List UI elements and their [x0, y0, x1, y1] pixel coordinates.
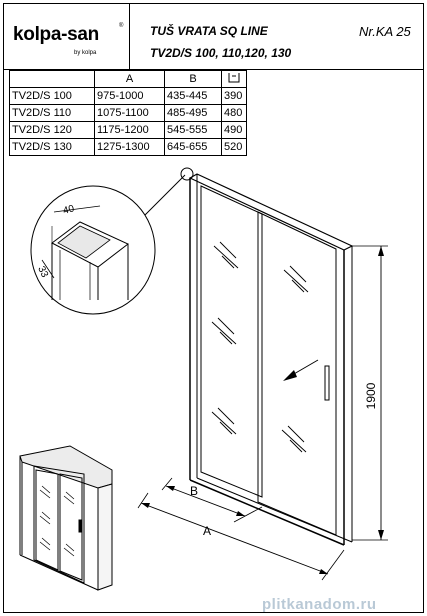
- dim-a-label: A: [203, 524, 211, 538]
- brand-subtitle: by kolpa: [74, 50, 97, 56]
- table-cell: 1175-1200: [94, 121, 165, 139]
- dimension-a: A: [137, 492, 345, 581]
- brand-name: kolpa-san: [13, 24, 99, 45]
- table-row: TV2D/S 130 1275-1300 645-655 520: [9, 138, 247, 156]
- product-title: TUŠ VRATA SQ LINE: [150, 24, 268, 38]
- detail-width-label: 40: [62, 203, 76, 217]
- glass-reflection-marks: [211, 241, 309, 453]
- door-frame: [188, 173, 354, 546]
- catalog-number: Nr.KA 25: [359, 24, 411, 39]
- table-row: TV2D/S 120 1175-1200 545-555 490: [9, 121, 247, 139]
- table-row: TV2D/S 110 1075-1100 485-495 480: [9, 104, 247, 122]
- dimension-b: B: [161, 477, 263, 523]
- table-cell: 490: [221, 121, 247, 139]
- table-cell: 1275-1300: [94, 138, 165, 156]
- table-cell: 435-445: [164, 87, 222, 105]
- product-models: TV2D/S 100, 110,120, 130: [150, 46, 292, 60]
- thumbnail-3d-view: [19, 445, 113, 591]
- table-cell: 545-555: [164, 121, 222, 139]
- table-cell: 485-495: [164, 104, 222, 122]
- dimension-height: 1900: [352, 245, 388, 541]
- dimensions-table: A B TV2D/S 100 975-1000 435-445 390 TV2D…: [9, 70, 247, 156]
- door-handle-icon: [324, 365, 330, 401]
- table-cell: TV2D/S 110: [9, 104, 95, 122]
- height-label: 1900: [364, 382, 378, 409]
- technical-sheet: kolpa-san ® by kolpa TUŠ VRATA SQ LINE T…: [3, 3, 424, 613]
- dim-b-label: B: [190, 484, 198, 498]
- logo: kolpa-san ® by kolpa: [4, 4, 130, 69]
- table-cell: 480: [221, 104, 247, 122]
- watermark: plitkanadom.ru: [262, 596, 377, 613]
- detail-depth-label: 33: [35, 265, 50, 280]
- table-cell: 645-655: [164, 138, 222, 156]
- registered-mark: ®: [119, 23, 124, 29]
- header: kolpa-san ® by kolpa TUŠ VRATA SQ LINE T…: [4, 4, 423, 70]
- table-cell: TV2D/S 120: [9, 121, 95, 139]
- table-cell: 520: [221, 138, 247, 156]
- profile-detail-view: 40 33: [30, 167, 194, 315]
- table-cell: TV2D/S 130: [9, 138, 95, 156]
- slide-arrow-icon: [283, 359, 319, 381]
